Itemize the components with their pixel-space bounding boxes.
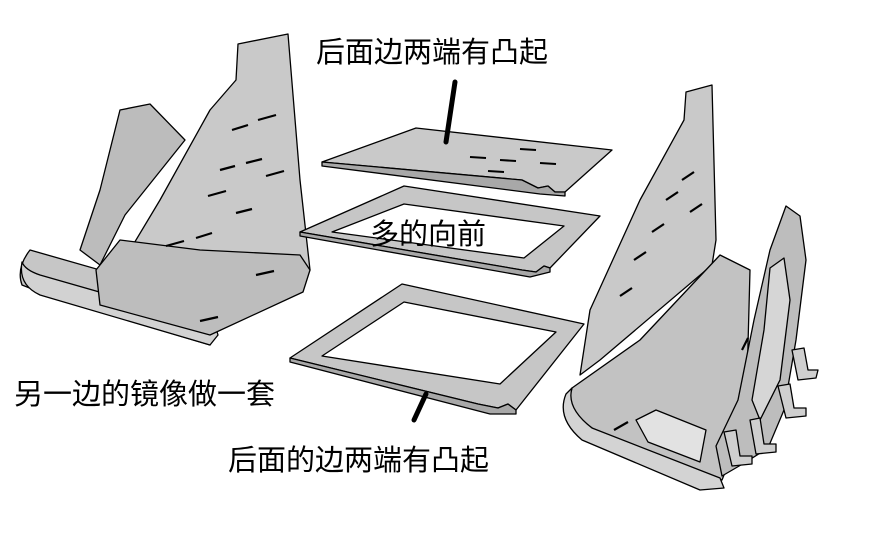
- left-front-panel: [95, 239, 311, 336]
- bottom-frame-outer: [289, 283, 585, 411]
- middle-frame: [299, 185, 601, 278]
- label-top-panel-note: 后面边两端有凸起: [316, 35, 549, 69]
- hook-1: [723, 429, 753, 467]
- right-tray-opening: [635, 409, 707, 463]
- right-tray-front: [562, 387, 725, 491]
- bottom-frame: [289, 283, 585, 415]
- label-mirror-note: 另一边的镜像做一套: [14, 377, 276, 411]
- top-panel-edge: [321, 161, 566, 197]
- pointer-bottom: [411, 391, 429, 423]
- right-panel-slots: [613, 171, 749, 431]
- pointer-top: [443, 79, 458, 145]
- left-stand-assembly: [19, 33, 311, 346]
- bottom-frame-edge: [289, 357, 517, 415]
- hook-4: [791, 347, 819, 381]
- left-curved-plate: [79, 103, 186, 266]
- right-front-upright-inner: [751, 257, 791, 421]
- top-panel-slots: [469, 148, 557, 173]
- top-flat-panel: [321, 127, 613, 197]
- right-stand-assembly: [562, 84, 819, 491]
- hook-3: [777, 383, 807, 419]
- middle-frame-edge: [299, 231, 551, 278]
- right-side-panel: [579, 84, 717, 376]
- hook-2: [749, 417, 777, 455]
- label-bottom-edge-note: 后面的边两端有凸起: [228, 443, 490, 477]
- left-panel-slots: [165, 113, 285, 323]
- label-middle-frame-note: 多的向前: [370, 217, 487, 251]
- right-hooks: [723, 347, 819, 467]
